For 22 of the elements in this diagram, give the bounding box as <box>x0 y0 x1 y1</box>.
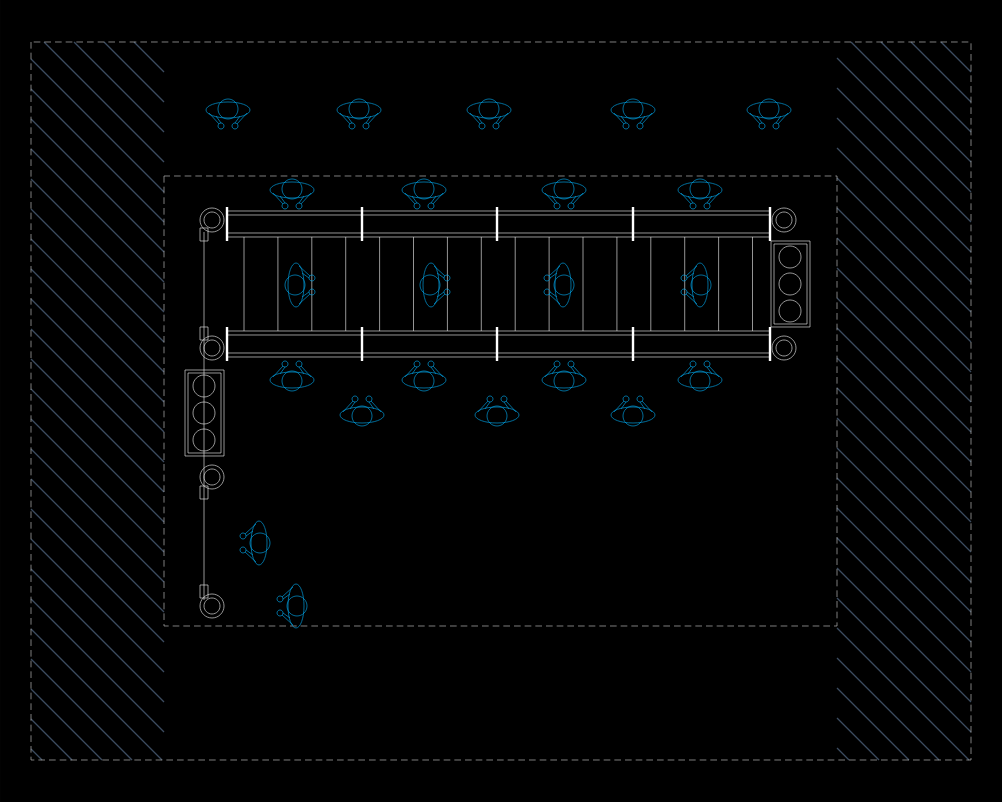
worker-symbol <box>269 360 315 392</box>
worker-symbol <box>541 178 587 210</box>
worker-symbol <box>284 262 316 308</box>
worker-symbol <box>474 395 520 427</box>
worker-symbol <box>205 98 251 130</box>
worker-symbol <box>269 178 315 210</box>
worker-symbol <box>401 178 447 210</box>
worker-symbol <box>339 395 385 427</box>
worker-symbol <box>610 98 656 130</box>
worker-symbol <box>543 262 575 308</box>
worker-symbol <box>541 360 587 392</box>
worker-symbol <box>336 98 382 130</box>
worker-symbol <box>677 360 723 392</box>
worker-symbol <box>746 98 792 130</box>
worker-symbol <box>401 360 447 392</box>
worker-symbol <box>239 520 271 566</box>
worker-symbol <box>276 583 308 629</box>
worker-symbol <box>680 262 712 308</box>
worker-symbol <box>466 98 512 130</box>
worker-symbol <box>610 395 656 427</box>
worker-symbol <box>419 262 451 308</box>
worker-symbol <box>677 178 723 210</box>
